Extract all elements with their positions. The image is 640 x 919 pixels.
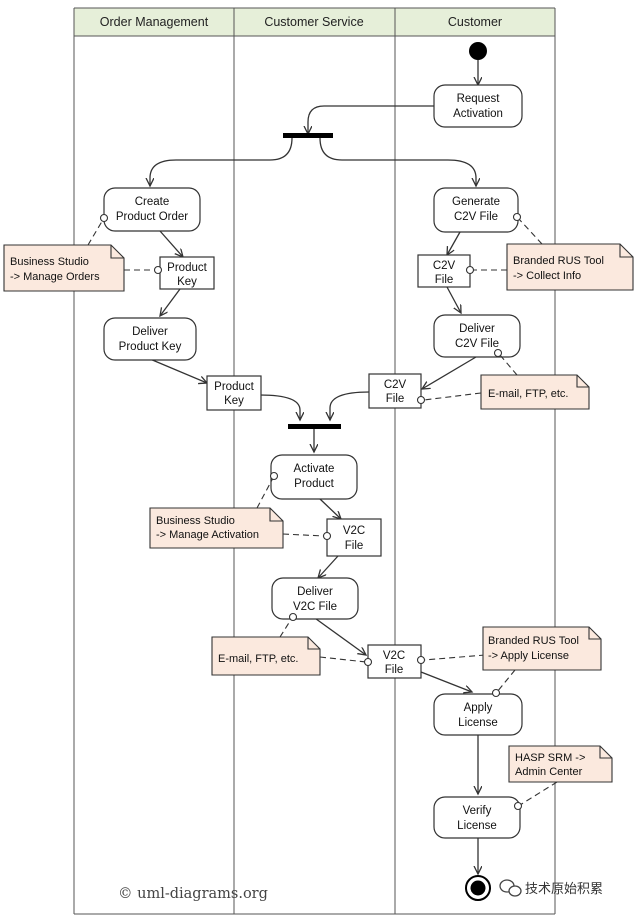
- svg-text:File: File: [386, 393, 405, 405]
- lane-title-customer: Customer: [448, 15, 502, 29]
- svg-text:Deliver: Deliver: [459, 323, 495, 335]
- svg-text:Product: Product: [294, 478, 334, 490]
- svg-text:Verify: Verify: [463, 805, 492, 817]
- action-apply-license: Apply License: [433, 693, 523, 736]
- svg-text:HASP SRM ->: HASP SRM ->: [515, 752, 585, 764]
- svg-text:Branded RUS Tool: Branded RUS Tool: [488, 635, 579, 647]
- svg-text:Product: Product: [167, 262, 207, 274]
- svg-text:Key: Key: [224, 395, 244, 407]
- note-email-ftp-1: E-mail, FTP, etc.: [480, 374, 590, 410]
- svg-text:File: File: [345, 540, 364, 552]
- swimlanes: Order Management Customer Service Custom…: [73, 7, 556, 915]
- svg-text:Business Studio: Business Studio: [10, 256, 89, 268]
- action-request-activation: Request Activation: [433, 84, 523, 128]
- note-branded-rus-collect: Branded RUS Tool -> Collect Info: [506, 243, 634, 291]
- svg-text:File: File: [385, 664, 404, 676]
- object-v2c-file-2: V2C File: [367, 644, 422, 679]
- object-c2v-file-2: C2V File: [368, 373, 422, 409]
- note-branded-rus-apply: Branded RUS Tool -> Apply License: [482, 626, 602, 671]
- svg-text:Product: Product: [214, 381, 254, 393]
- watermark-text: 技术原始积累: [525, 881, 603, 896]
- svg-text:Product Key: Product Key: [119, 341, 182, 353]
- copyright-text: © uml-diagrams.org: [118, 886, 268, 902]
- note-business-studio-activation: Business Studio -> Manage Activation: [149, 507, 284, 549]
- svg-text:Branded RUS Tool: Branded RUS Tool: [513, 255, 604, 267]
- join-bar: [288, 424, 341, 429]
- svg-text:C2V: C2V: [384, 379, 407, 391]
- svg-text:-> Apply License: -> Apply License: [488, 650, 569, 662]
- action-verify-license: Verify License: [433, 796, 521, 839]
- svg-text:Activate: Activate: [294, 463, 335, 475]
- svg-text:Apply: Apply: [464, 702, 493, 714]
- svg-text:V2C File: V2C File: [293, 601, 337, 613]
- svg-text:Request: Request: [457, 93, 501, 105]
- lane-title-customer-service: Customer Service: [264, 15, 363, 29]
- svg-text:License: License: [458, 717, 498, 729]
- svg-text:Generate: Generate: [452, 196, 500, 208]
- svg-text:Deliver: Deliver: [297, 586, 333, 598]
- svg-text:V2C: V2C: [343, 525, 365, 537]
- svg-text:License: License: [457, 820, 497, 832]
- svg-text:Key: Key: [177, 276, 197, 288]
- svg-text:Admin Center: Admin Center: [515, 766, 583, 778]
- flow-edges: [150, 60, 478, 874]
- initial-node: [469, 42, 487, 60]
- action-deliver-product-key: Deliver Product Key: [103, 317, 197, 361]
- action-activate-product: Activate Product: [270, 454, 358, 500]
- svg-text:Activation: Activation: [453, 108, 503, 120]
- note-hasp-srm: HASP SRM -> Admin Center: [508, 745, 613, 783]
- svg-text:C2V File: C2V File: [454, 211, 498, 223]
- svg-text:C2V: C2V: [433, 260, 456, 272]
- action-generate-c2v-file: Generate C2V File: [433, 187, 519, 233]
- action-create-product-order: Create Product Order: [103, 187, 201, 232]
- final-node: [465, 875, 491, 901]
- fork-bar: [283, 133, 333, 138]
- svg-text:-> Collect Info: -> Collect Info: [513, 270, 581, 282]
- action-deliver-c2v-file: Deliver C2V File: [433, 314, 521, 358]
- svg-text:V2C: V2C: [383, 650, 405, 662]
- wechat-icon: [499, 879, 522, 897]
- object-v2c-file-1: V2C File: [326, 518, 382, 557]
- svg-text:Product Order: Product Order: [116, 211, 188, 223]
- note-anchors: [87, 212, 558, 811]
- note-email-ftp-2: E-mail, FTP, etc.: [211, 636, 321, 676]
- note-business-studio-orders: Business Studio -> Manage Orders: [3, 244, 125, 292]
- svg-text:Business Studio: Business Studio: [156, 515, 235, 527]
- svg-text:E-mail, FTP, etc.: E-mail, FTP, etc.: [218, 653, 298, 665]
- svg-text:-> Manage Orders: -> Manage Orders: [10, 271, 100, 283]
- svg-text:Create: Create: [135, 196, 170, 208]
- svg-text:E-mail, FTP, etc.: E-mail, FTP, etc.: [488, 388, 568, 400]
- svg-text:C2V File: C2V File: [455, 338, 499, 350]
- svg-text:Deliver: Deliver: [132, 326, 168, 338]
- svg-text:File: File: [435, 274, 454, 286]
- control-nodes: [283, 42, 491, 901]
- action-deliver-v2c-file: Deliver V2C File: [271, 577, 359, 620]
- lane-header-bar: [74, 8, 555, 36]
- object-product-key-2: Product Key: [206, 375, 262, 411]
- object-product-key-1: Product Key: [159, 256, 215, 290]
- object-c2v-file-1: C2V File: [417, 254, 471, 288]
- lane-title-order-management: Order Management: [100, 15, 209, 29]
- svg-text:-> Manage Activation: -> Manage Activation: [156, 529, 259, 541]
